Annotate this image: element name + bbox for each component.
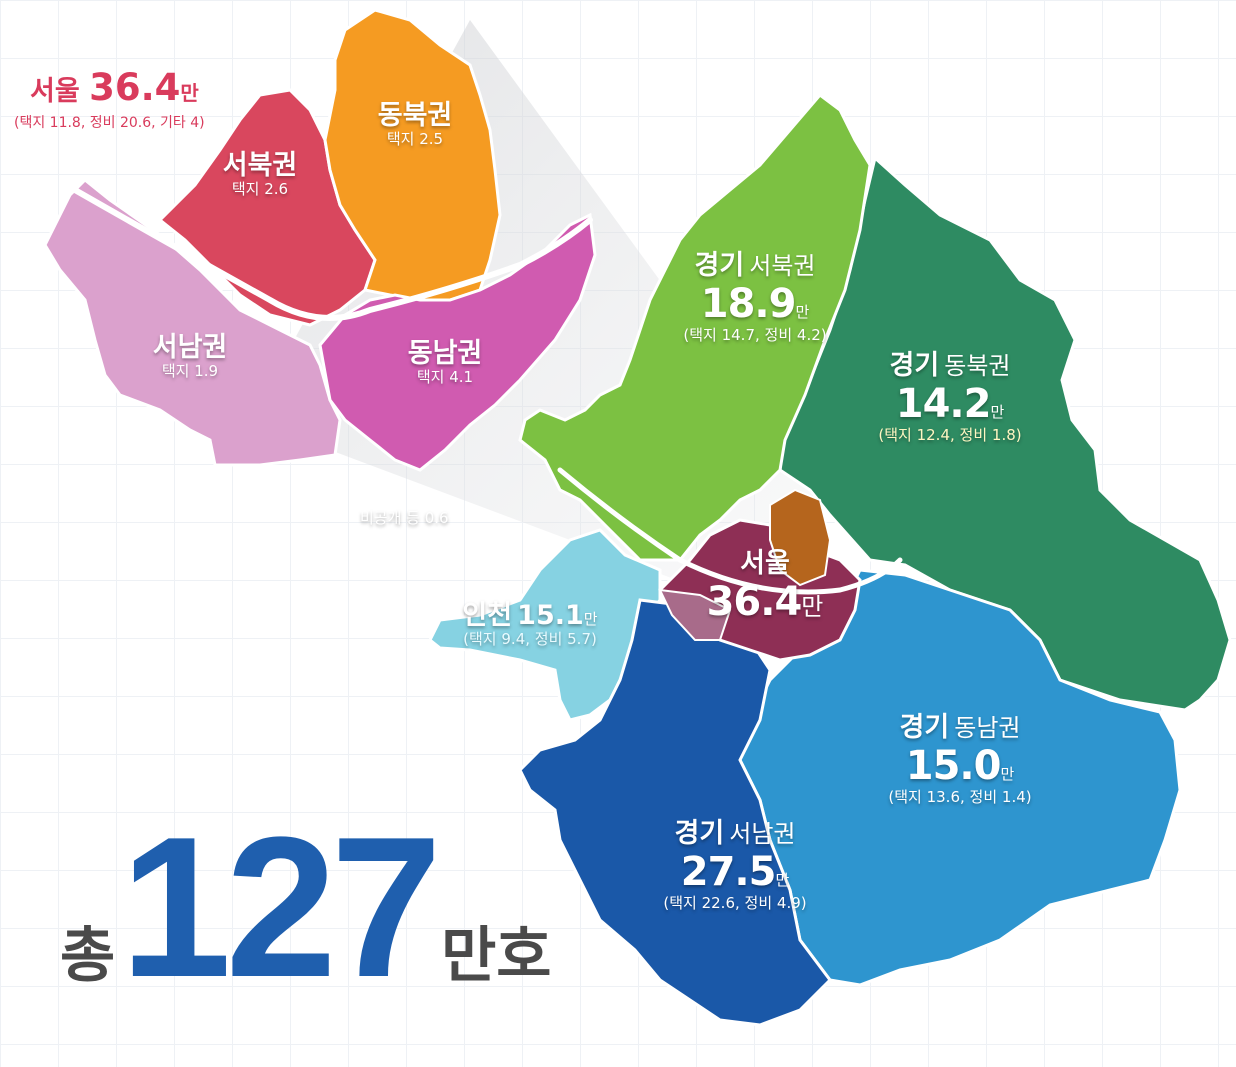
seoul-northeast-segment — [769, 488, 832, 587]
inset-han-river — [72, 187, 593, 321]
total-suffix: 만호 — [441, 921, 552, 991]
inset-label-seoul-northeast: 동북권 택지 2.5 — [377, 100, 453, 149]
inset-label-seoul-southeast: 동남권 택지 4.1 — [407, 338, 483, 387]
han-river — [557, 467, 903, 595]
label-seoul: 서울 36.4만 — [706, 548, 824, 626]
region-gyeonggi-southwest[interactable] — [518, 598, 832, 1027]
region-incheon[interactable] — [428, 528, 662, 722]
region-gyeonggi-northwest[interactable] — [518, 92, 872, 562]
label-incheon: 인천 15.1만 (택지 9.4, 정비 5.7) — [462, 600, 598, 649]
label-gyeonggi-southwest: 경기 서남권 27.5만 (택지 22.6, 정비 4.9) — [663, 818, 807, 913]
seoul-callout-detail: (택지 11.8, 정비 20.6, 기타 4) — [14, 115, 205, 131]
total-label: 총 127 만호 — [60, 808, 552, 1008]
inset-label-seoul-northwest: 서북권 택지 2.6 — [222, 150, 298, 199]
label-gyeonggi-northeast: 경기 동북권 14.2만 (택지 12.4, 정비 1.8) — [878, 350, 1022, 445]
label-gyeonggi-southeast: 경기 동남권 15.0만 (택지 13.6, 정비 1.4) — [888, 712, 1032, 807]
seoul-southwest-segment — [658, 588, 732, 641]
label-gyeonggi-northwest: 경기 서북권 18.9만 (택지 14.7, 정비 4.2) — [683, 250, 827, 345]
total-prefix: 총 — [60, 921, 116, 991]
total-value: 127 — [120, 796, 442, 1019]
inset-note: 비공개 등 0.6 — [360, 509, 449, 527]
seoul-callout-title: 서울 36.4만 — [30, 66, 199, 109]
inset-label-seoul-southwest: 서남권 택지 1.9 — [152, 332, 228, 381]
